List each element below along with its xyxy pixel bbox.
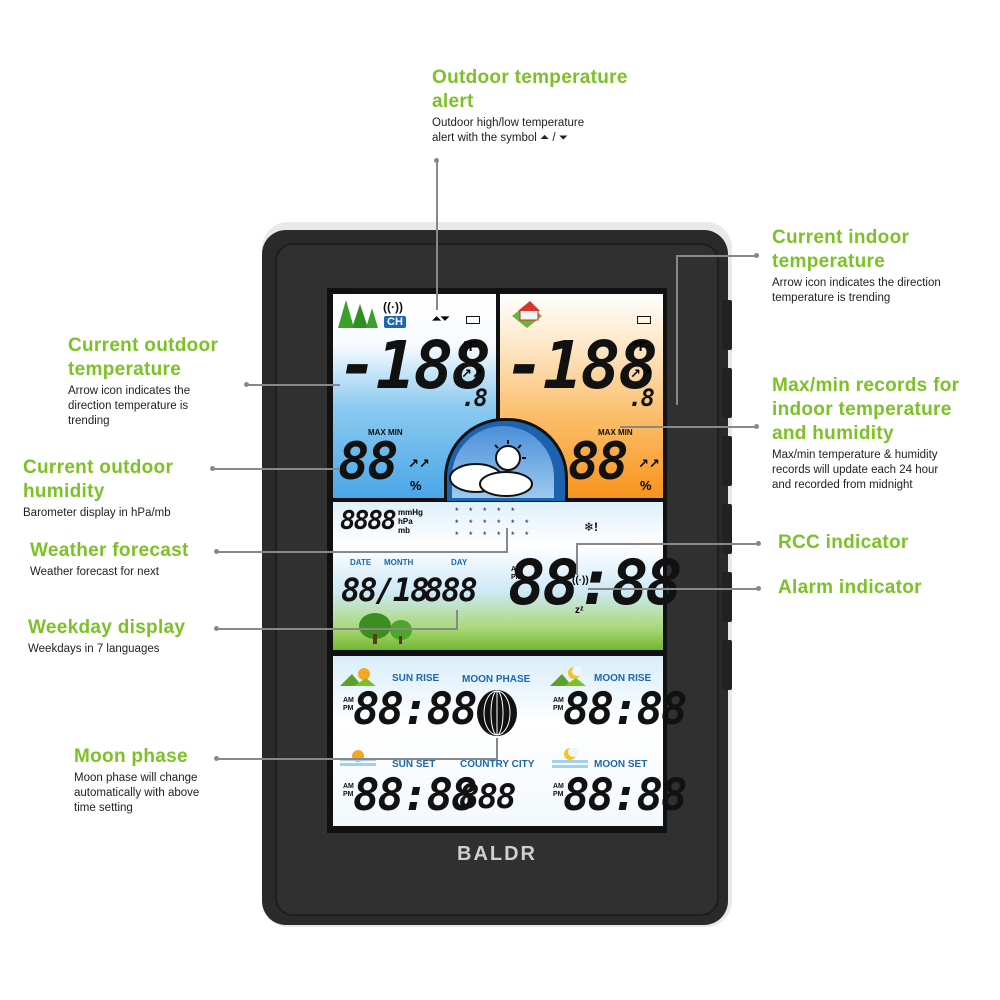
indoor-temp-decimal: .8: [628, 384, 655, 412]
indoor-temp-unit: °F: [633, 338, 648, 354]
callout-forecast: Weather forecast Weather forecast for ne…: [30, 540, 189, 578]
callout-outdoor-temp: Current outdoor temperature Arrow icon i…: [68, 335, 219, 427]
leader-outdoor-alert: [436, 160, 438, 310]
leader-forecast-v: [506, 528, 508, 553]
leader-indoor-temp-v: [676, 255, 678, 405]
outdoor-max-min: MAX MIN: [368, 428, 403, 437]
callout-alarm: Alarm indicator: [778, 577, 922, 598]
leader-dot: [754, 424, 759, 429]
indoor-humidity-value: 88: [568, 432, 629, 492]
leader-dot: [244, 382, 249, 387]
outdoor-temp-value: -188: [338, 327, 491, 404]
outdoor-humidity-unit: %: [410, 478, 422, 493]
moon-rise-label: MOON RISE: [594, 673, 652, 684]
moon-phase-label: MOON PHASE: [462, 674, 531, 685]
leader-indoor-temp-h: [676, 255, 756, 257]
leader-weekday-v: [456, 610, 458, 630]
moon-set-label: MOON SET: [594, 759, 648, 770]
signal-icon: ((·)): [383, 300, 403, 314]
outdoor-trend-arrow-icon: ↗↗: [461, 366, 483, 381]
country-city-label: COUNTRY CITY: [460, 759, 535, 770]
callout-maxmin-indoor: Max/min records for indoor temperature a…: [772, 375, 960, 491]
callout-outdoor-humidity: Current outdoor humidity Barometer displ…: [23, 457, 174, 519]
channel-badge: CH: [384, 316, 406, 328]
indoor-battery-icon: [637, 316, 651, 324]
outdoor-humidity-value: 88: [338, 432, 399, 492]
moonset-time: 88:88: [563, 770, 687, 821]
callout-weekday: Weekday display Weekdays in 7 languages: [28, 617, 186, 655]
alarm-bell-icon: zᶻ: [575, 605, 584, 616]
sunrise-icon: [340, 668, 376, 686]
leader-outdoor-temp: [248, 384, 340, 386]
leader-dot: [214, 549, 219, 554]
indoor-max-min: MAX MIN: [598, 428, 633, 437]
leader-dot: [754, 253, 759, 258]
indoor-trend-arrow-icon: ↗↗: [630, 366, 652, 381]
bottom-panel: [333, 656, 663, 826]
city-value: 888: [459, 777, 516, 817]
sun-set-label: SUN SET: [392, 759, 436, 770]
outdoor-temp-unit: °F: [463, 338, 478, 354]
leader-dot: [214, 756, 219, 761]
leader-moon-phase-v: [496, 738, 498, 760]
leader-dot: [756, 586, 761, 591]
brand-logo: BALDR: [457, 843, 537, 865]
main-time-value: 88:88: [508, 546, 683, 619]
leader-rcc-h: [576, 543, 758, 545]
leader-rcc-v: [576, 543, 578, 575]
rcc-icon: ((·)): [572, 575, 589, 586]
indoor-temp-value: -188: [505, 327, 658, 404]
moon-phase-grid: [483, 690, 511, 736]
tree-icon: [338, 300, 378, 328]
indoor-humidity-trend-icon: ↗↗: [638, 456, 660, 471]
trees-illustration-icon: [359, 613, 412, 644]
day-label: DAY: [451, 558, 468, 567]
leader-weekday-h: [218, 628, 458, 630]
sunrise-time: 88:88: [353, 684, 477, 735]
moonrise-icon: [550, 666, 586, 686]
leader-maxmin: [620, 426, 755, 428]
callout-outdoor-alert: Outdoor temperature alert Outdoor high/l…: [432, 67, 628, 144]
outdoor-temp-decimal: .8: [461, 384, 488, 412]
month-label: MONTH: [384, 558, 414, 567]
humidity-trend-arrow-icon: ↗↗: [408, 456, 430, 471]
leader-alarm: [588, 588, 758, 590]
date-label: DATE: [350, 558, 372, 567]
date-value: 88/18: [341, 571, 429, 609]
callout-indoor-temp: Current indoor temperature Arrow icon in…: [772, 227, 941, 304]
sun-rise-label: SUN RISE: [392, 673, 440, 684]
moonset-icon: [552, 748, 588, 768]
leader-dot: [756, 541, 761, 546]
callout-moon-phase: Moon phase Moon phase will change automa…: [74, 746, 200, 814]
leader-dot: [210, 466, 215, 471]
house-icon: [512, 301, 542, 328]
leader-outdoor-humidity: [214, 468, 340, 470]
side-buttons[interactable]: [722, 300, 734, 690]
alert-icon: ⏶⏷: [432, 313, 450, 325]
leader-forecast-h: [218, 551, 508, 553]
leader-moon-phase-h: [218, 758, 498, 760]
moonrise-time: 88:88: [563, 684, 687, 735]
weekday-value: 888: [424, 571, 478, 609]
callout-rcc: RCC indicator: [778, 532, 909, 553]
ice-alert-icon: ❄!: [584, 520, 599, 534]
sunset-time: 88:88: [353, 770, 477, 821]
leader-dot: [214, 626, 219, 631]
battery-icon: [466, 316, 480, 324]
leader-dot: [434, 158, 439, 163]
rain-snow-icon: * * * * ** * * * * ** * * * * *: [455, 506, 533, 540]
pressure-value: 8888: [340, 506, 397, 536]
sun-cloud-icon: [449, 440, 533, 497]
indoor-humidity-unit: %: [640, 478, 652, 493]
